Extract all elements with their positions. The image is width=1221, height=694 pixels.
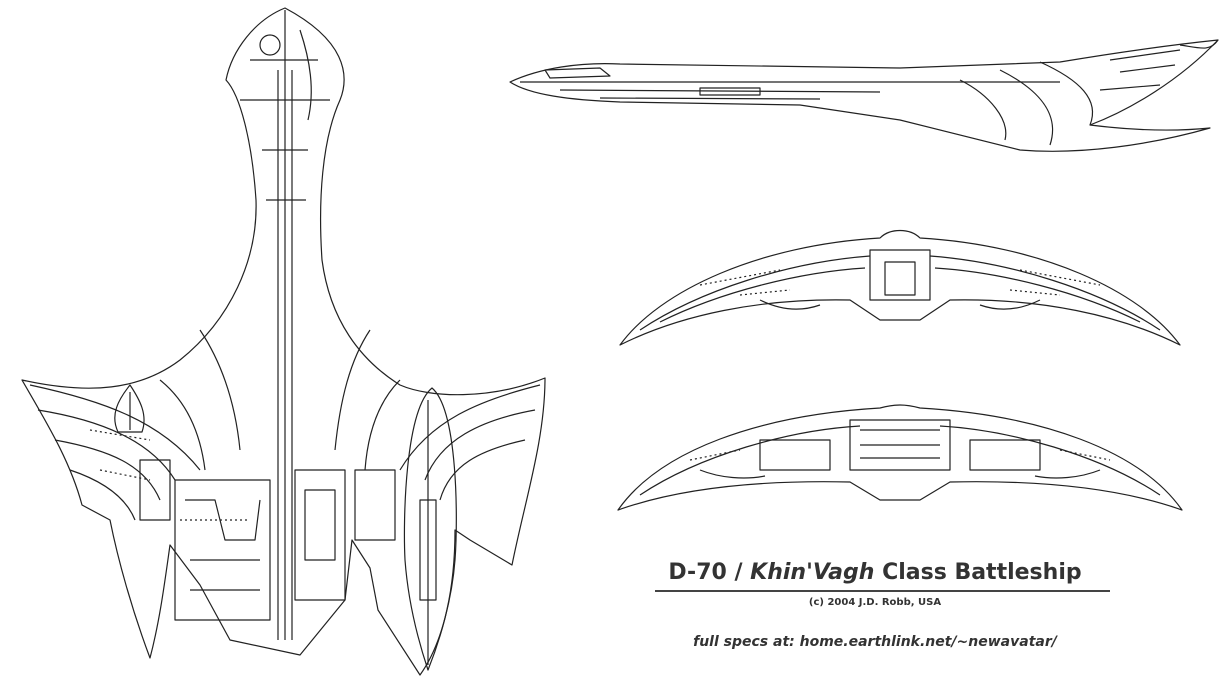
- rear-view-drawing: [617, 404, 1183, 511]
- side-view-drawing: [509, 39, 1219, 152]
- title-ship-name: Khin'Vagh: [750, 560, 875, 585]
- top-view-drawing: [21, 7, 546, 676]
- copyright-text: (c) 2004 J.D. Robb, USA: [808, 597, 942, 608]
- ship-title: D-70 / Khin'Vagh Class Battleship: [640, 560, 1110, 585]
- title-suffix: Class Battleship: [874, 560, 1082, 585]
- title-underline: [655, 590, 1110, 592]
- specs-link-text: full specs at: home.earthlink.net/~newav…: [693, 634, 1057, 650]
- title-prefix: D-70 /: [668, 560, 751, 585]
- front-view-drawing: [619, 229, 1181, 346]
